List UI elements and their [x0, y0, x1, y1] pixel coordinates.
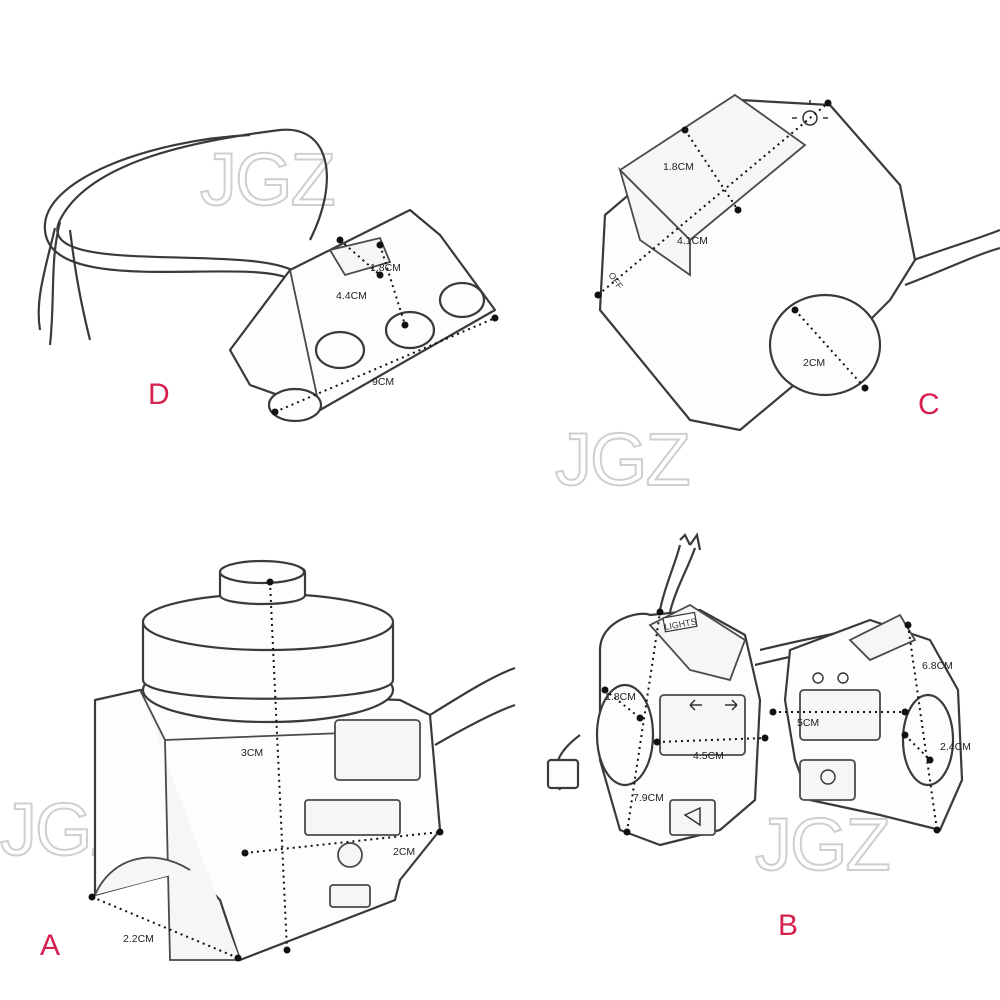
start-icon — [820, 769, 836, 785]
dim-b-5-label: 5CM — [797, 717, 819, 729]
dim-a-3-label: 3CM — [241, 747, 263, 759]
panel-a-label: A — [40, 929, 60, 962]
dim-d-1-8: 1.8CM — [336, 236, 401, 279]
dim-b-1-8-label: 1.8CM — [605, 691, 636, 703]
dim-d-9: 9CM — [271, 314, 499, 416]
dim-d-4-4-label: 4.4CM — [336, 290, 367, 302]
dim-c-4-1-label: 4.1CM — [677, 235, 708, 247]
panel-c: OFF 1.8CM 4.1CM 2CM C — [594, 93, 1000, 432]
dim-d-4-4: 4.4CM — [336, 241, 409, 329]
dim-d-1-8-label: 1.8CM — [370, 262, 401, 274]
arrow-left-icon — [689, 699, 702, 711]
panel-c-label: C — [918, 388, 940, 421]
dim-b-5: 5CM — [769, 708, 909, 729]
watermark-d: JGZ — [200, 138, 334, 221]
panel-a: 3CM 2CM 2.2CM A — [40, 559, 516, 962]
panel-b: LIGHTS 1.8CM 6.8CM 5CM — [546, 532, 971, 942]
arrow-right-icon — [725, 699, 738, 711]
highbeam-icon — [837, 672, 849, 684]
switch-c-illustration: OFF — [598, 93, 1000, 432]
watermark-c: JGZ — [555, 418, 689, 501]
dim-c-1-8-label: 1.8CM — [663, 161, 694, 173]
dim-b-1-8: 1.8CM — [601, 686, 644, 722]
light-icon — [792, 100, 828, 126]
dim-b-7-9-label: 7.9CM — [633, 792, 664, 804]
dim-b-7-9: 7.9CM — [623, 608, 664, 836]
switch-a-illustration — [93, 559, 516, 962]
dim-b-2-4: 2.4CM — [901, 731, 971, 764]
switch-b-illustration: LIGHTS — [546, 532, 964, 847]
dim-a-2-label: 2CM — [393, 846, 415, 858]
panel-b-label: B — [778, 909, 798, 942]
dim-a-2: 2CM — [241, 828, 444, 858]
dim-b-4-5: 4.5CM — [653, 734, 769, 762]
dim-c-2-label: 2CM — [803, 357, 825, 369]
dim-a-2-2-label: 2.2CM — [123, 933, 154, 945]
dim-b-6-8-label: 6.8CM — [922, 660, 953, 672]
dim-b-6-8: 6.8CM — [904, 621, 953, 834]
dim-c-2: 2CM — [791, 306, 869, 392]
dim-c-4-1: 4.1CM — [594, 99, 832, 299]
watermark-b: JGZ — [755, 803, 889, 886]
dim-a-3: 3CM — [241, 578, 291, 954]
dim-b-4-5-label: 4.5CM — [693, 750, 724, 762]
panel-d-label: D — [148, 378, 170, 411]
headlight-icon — [812, 672, 824, 684]
dim-b-2-4-label: 2.4CM — [940, 741, 971, 753]
dim-c-1-8: 1.8CM — [663, 126, 742, 214]
dim-a-2-2: 2.2CM — [88, 893, 242, 962]
panel-d: 1.8CM 4.4CM 9CM D — [37, 128, 499, 423]
dim-d-9-label: 9CM — [372, 376, 394, 388]
horn-icon — [683, 806, 701, 827]
